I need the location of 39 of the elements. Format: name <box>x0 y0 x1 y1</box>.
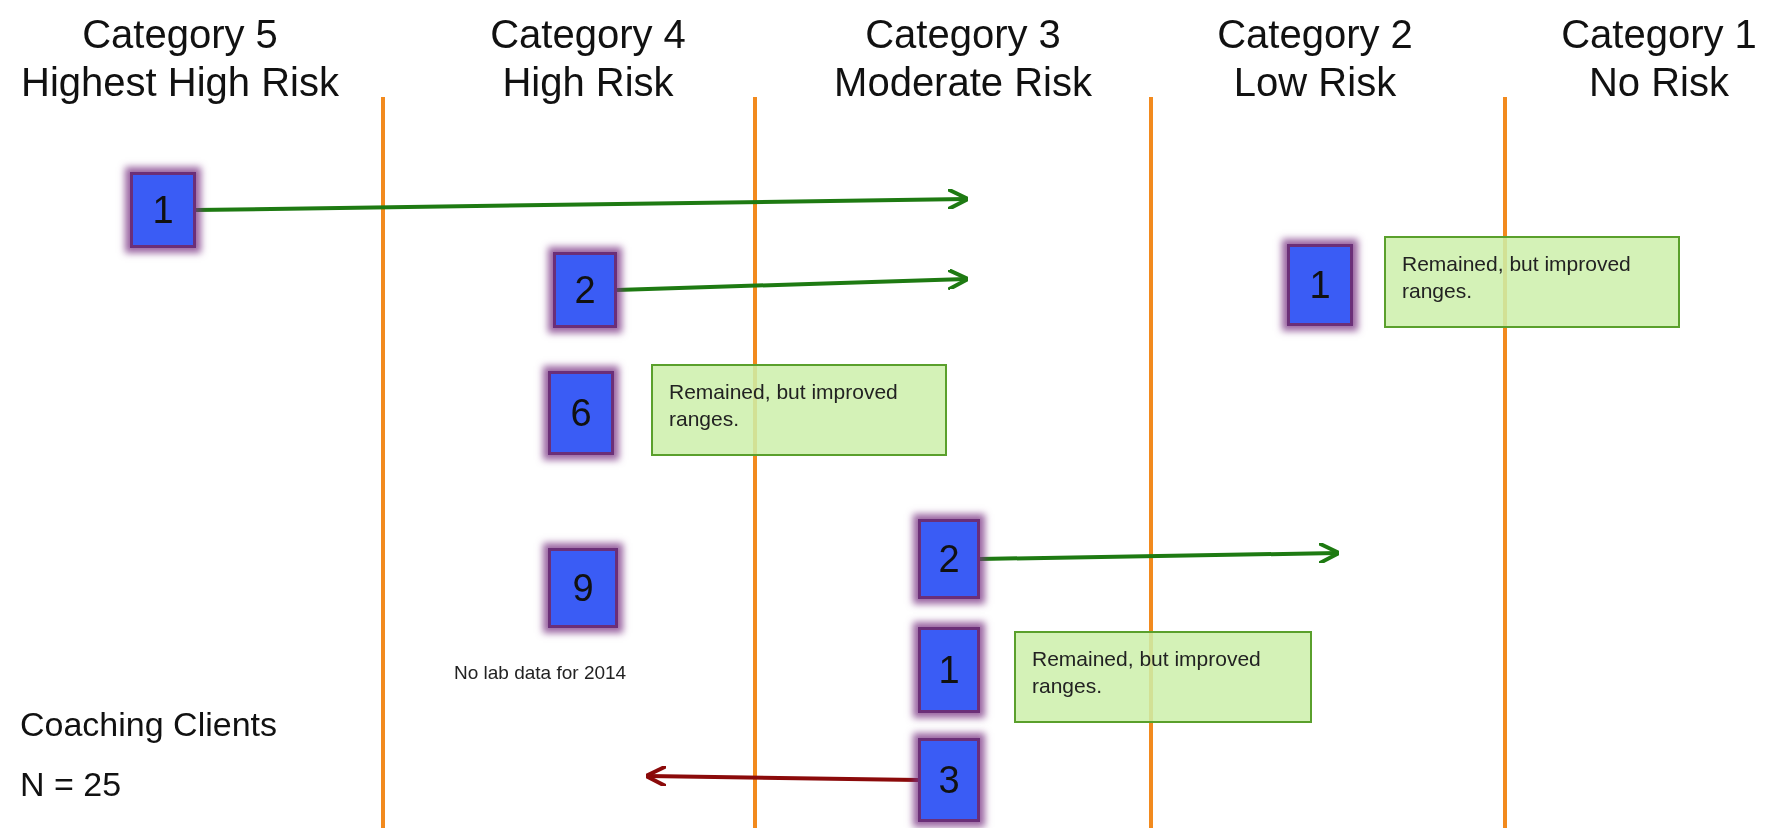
column-heading: Category 2 <box>1217 12 1413 57</box>
count-box <box>553 252 617 328</box>
column-heading: Moderate Risk <box>834 60 1092 105</box>
note-box <box>1384 236 1680 328</box>
arrow <box>644 764 919 789</box>
note-text: No lab data for 2014 <box>454 661 628 685</box>
note-box <box>1014 631 1312 723</box>
column-heading: Category 4 <box>490 12 686 57</box>
arrow <box>979 541 1341 566</box>
count-number: 2 <box>574 268 596 312</box>
arrow <box>195 187 970 212</box>
caption-text: Coaching Clients <box>20 705 278 744</box>
count-box <box>548 371 614 455</box>
count-number: 3 <box>938 758 960 802</box>
note-text: Remained, but improved ranges. <box>669 380 898 431</box>
column-heading: Highest High Risk <box>21 60 339 105</box>
column-heading: Category 1 <box>1561 12 1757 57</box>
count-number: 1 <box>1309 263 1331 307</box>
count-box <box>130 172 196 248</box>
count-number: 1 <box>938 648 960 692</box>
column-heading: High Risk <box>502 60 674 105</box>
count-number: 1 <box>152 188 174 232</box>
count-number: 2 <box>938 537 960 581</box>
count-number: 9 <box>572 566 594 610</box>
column-heading: No Risk <box>1589 60 1729 105</box>
column-heading: Category 3 <box>865 12 1061 57</box>
count-box <box>918 519 980 599</box>
count-box <box>548 548 618 628</box>
count-box <box>1287 244 1353 326</box>
count-number: 6 <box>570 391 592 435</box>
count-box <box>918 738 980 822</box>
arrow <box>616 267 970 292</box>
caption-text: N = 25 <box>20 765 122 804</box>
column-heading: Low Risk <box>1233 60 1397 105</box>
note-box <box>651 364 947 456</box>
note-text: Remained, but improved ranges. <box>1402 252 1631 303</box>
note-text: Remained, but improved ranges. <box>1032 647 1261 698</box>
column-heading: Category 5 <box>82 12 278 57</box>
count-box <box>918 627 980 713</box>
